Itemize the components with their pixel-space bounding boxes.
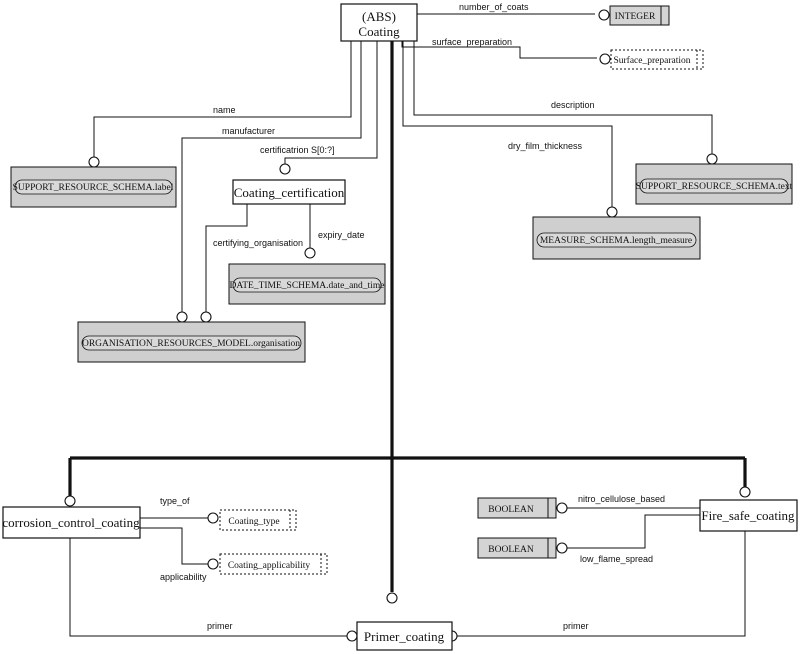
subtype-tree [64, 40, 751, 604]
entity-corrosion-control-coating[interactable]: corrosion_control_coating [2, 506, 141, 539]
label-low-flame-spread: low_flame_spread [580, 554, 653, 564]
subtype-circle-primer [386, 592, 398, 604]
rel-certification [284, 40, 378, 164]
rel-end-circle [346, 630, 358, 642]
rel-manufacturer [181, 40, 362, 312]
rel-end-circle [556, 542, 568, 554]
subtype-circle-fire [739, 486, 751, 498]
type-coating-applicability-text: Coating_applicability [228, 561, 311, 571]
type-boolean-1-text: BOOLEAN [488, 505, 534, 515]
label-certification: certificatrion S[0:?] [260, 145, 335, 155]
coating-line2: Coating [358, 24, 400, 39]
subtype-circle-corrosion [64, 495, 76, 507]
label-primer-right: primer [563, 621, 589, 631]
rel-applicability [140, 527, 210, 565]
type-integer[interactable]: INTEGER [609, 5, 670, 26]
rel-surface-preparation [401, 40, 597, 59]
ext-support-label-text: SUPPORT_RESOURCE_SCHEMA.label [13, 183, 174, 193]
ext-date-time[interactable]: DATE_TIME_SCHEMA.date_and_time [228, 263, 386, 305]
coating-certification-label: Coating_certification [234, 185, 345, 200]
rel-end-circle [200, 311, 212, 323]
type-surface-preparation[interactable]: Surface_preparation [610, 49, 704, 70]
ext-organisation[interactable]: ORGANISATION_RESOURCES_MODEL.organisatio… [77, 321, 306, 363]
type-boolean-2-text: BOOLEAN [488, 545, 534, 555]
label-applicability: applicability [160, 572, 207, 582]
rel-end-circle [598, 9, 610, 21]
rel-end-circle [207, 512, 219, 524]
attribute-labels: number_of_coats surface_preparation name… [160, 2, 665, 631]
rel-end-circle [706, 153, 718, 165]
ext-support-label[interactable]: SUPPORT_RESOURCE_SCHEMA.label [10, 166, 177, 208]
rel-end-circle [176, 311, 188, 323]
label-manufacturer: manufacturer [222, 126, 275, 136]
rel-end-circle [279, 163, 291, 175]
type-boolean-2[interactable]: BOOLEAN [477, 537, 557, 559]
label-number-of-coats: number_of_coats [459, 2, 529, 12]
type-boolean-1[interactable]: BOOLEAN [477, 497, 557, 519]
ext-support-text[interactable]: SUPPORT_RESOURCE_SCHEMA.text [635, 163, 793, 205]
label-nitro-cellulose-based: nitro_cellulose_based [578, 494, 665, 504]
entity-coating-certification[interactable]: Coating_certification [232, 179, 346, 205]
ext-date-time-text: DATE_TIME_SCHEMA.date_and_time [230, 281, 385, 291]
label-primer-left: primer [207, 621, 233, 631]
label-name: name [213, 105, 236, 115]
rel-certifying-organisation [205, 204, 248, 312]
ext-measure-length-text: MEASURE_SCHEMA.length_measure [540, 236, 692, 246]
rel-dry-film-thickness [402, 40, 613, 207]
ext-support-text-text: SUPPORT_RESOURCE_SCHEMA.text [636, 182, 793, 192]
rel-name [93, 40, 352, 157]
rel-primer-left [69, 536, 347, 637]
rel-low-flame-spread [567, 514, 700, 549]
fire-safe-coating-label: Fire_safe_coating [701, 508, 795, 523]
entity-primer-coating[interactable]: Primer_coating [356, 621, 453, 651]
rel-description [413, 40, 713, 154]
type-integer-text: INTEGER [615, 12, 656, 22]
rel-primer-right [457, 530, 746, 637]
type-coating-type-text: Coating_type [228, 517, 279, 527]
rel-end-circle [599, 53, 611, 65]
type-coating-type[interactable]: Coating_type [219, 509, 297, 531]
rel-end-circle [207, 558, 219, 570]
coating-line1: (ABS) [362, 9, 396, 24]
primer-coating-label: Primer_coating [364, 629, 445, 644]
type-coating-applicability[interactable]: Coating_applicability [219, 553, 328, 575]
label-expiry-date: expiry_date [318, 230, 365, 240]
corrosion-control-coating-label: corrosion_control_coating [2, 515, 140, 530]
ext-measure-length[interactable]: MEASURE_SCHEMA.length_measure [532, 216, 701, 260]
label-description: description [551, 100, 595, 110]
rel-end-circle [556, 502, 568, 514]
entity-coating[interactable]: (ABS) Coating [340, 3, 418, 42]
type-surface-preparation-text: Surface_preparation [613, 55, 690, 66]
entity-fire-safe-coating[interactable]: Fire_safe_coating [699, 499, 798, 532]
rel-end-circle [606, 206, 618, 218]
label-surface-preparation: surface_preparation [432, 37, 512, 47]
ext-organisation-text: ORGANISATION_RESOURCES_MODEL.organisatio… [82, 339, 300, 349]
label-certifying-organisation: certifying_organisation [213, 238, 303, 248]
rel-end-circle [304, 247, 316, 259]
label-type-of: type_of [160, 496, 190, 506]
label-dry-film-thickness: dry_film_thickness [508, 141, 583, 151]
rel-end-circle [88, 156, 100, 168]
